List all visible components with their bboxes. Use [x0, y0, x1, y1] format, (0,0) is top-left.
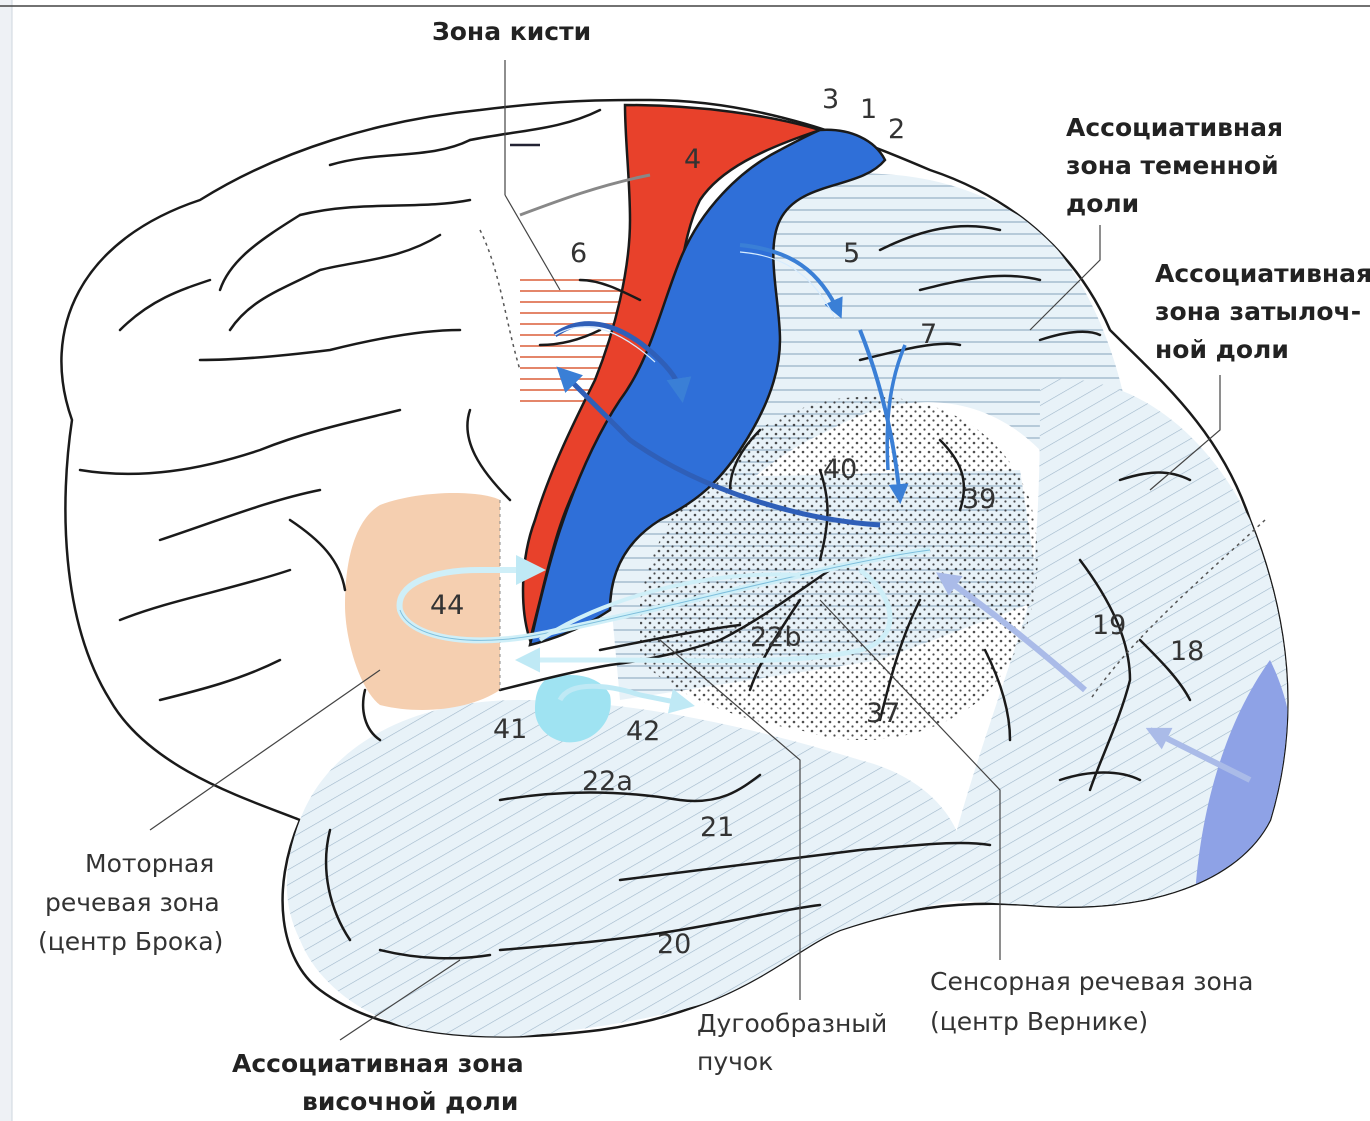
arcuate-fasciculus-label: Дугообразный пучок — [697, 1009, 887, 1076]
svg-text:зона затылоч-: зона затылоч- — [1155, 297, 1361, 326]
svg-text:Ассоциативная: Ассоциативная — [1066, 113, 1283, 142]
area-number: 20 — [657, 929, 691, 960]
svg-text:(центр Брока): (центр Брока) — [38, 927, 223, 956]
area-number: 44 — [430, 590, 464, 621]
area-number: 42 — [626, 716, 660, 747]
page-edge — [0, 0, 12, 1121]
area-number: 19 — [1092, 610, 1126, 641]
svg-text:доли: доли — [1066, 189, 1139, 218]
area-number: 21 — [700, 812, 734, 843]
wernicke-center-label: Сенсорная речевая зона (центр Вернике) — [930, 967, 1253, 1036]
area-number: 39 — [962, 484, 996, 515]
area-number: 18 — [1170, 636, 1204, 667]
area-number: 41 — [493, 714, 527, 745]
area-number: 1 — [860, 94, 877, 125]
area-number: 7 — [920, 319, 937, 350]
svg-text:Дугообразный: Дугообразный — [697, 1009, 887, 1038]
svg-text:ной доли: ной доли — [1155, 335, 1289, 364]
svg-text:зона теменной: зона теменной — [1066, 151, 1279, 180]
svg-text:Моторная: Моторная — [85, 849, 214, 878]
area-number: 2 — [888, 114, 905, 145]
area-number: 6 — [570, 238, 587, 269]
hand-zone-label: Зона кисти — [432, 17, 591, 46]
area-number: 37 — [866, 698, 900, 729]
area-number: 4 — [684, 144, 701, 175]
area-number: 5 — [843, 238, 860, 269]
parietal-association-label: Ассоциативная зона теменной доли — [1066, 113, 1283, 218]
area-number: 40 — [823, 454, 857, 485]
svg-text:Ассоциативная зона: Ассоциативная зона — [232, 1049, 524, 1078]
broca-center-label: Моторная речевая зона (центр Брока) — [38, 849, 223, 956]
svg-text:височной доли: височной доли — [302, 1087, 518, 1116]
svg-text:(центр Вернике): (центр Вернике) — [930, 1007, 1148, 1036]
svg-text:Ассоциативная: Ассоциативная — [1155, 259, 1370, 288]
occipital-association-label: Ассоциативная зона затылоч- ной доли — [1155, 259, 1370, 364]
area-number: 3 — [822, 84, 839, 115]
svg-text:пучок: пучок — [697, 1047, 773, 1076]
svg-text:речевая зона: речевая зона — [45, 888, 220, 917]
svg-text:Сенсорная речевая зона: Сенсорная речевая зона — [930, 967, 1253, 996]
temporal-association-label: Ассоциативная зона височной доли — [232, 1049, 524, 1116]
area-number: 22a — [582, 766, 633, 797]
area-number: 22b — [750, 622, 802, 653]
